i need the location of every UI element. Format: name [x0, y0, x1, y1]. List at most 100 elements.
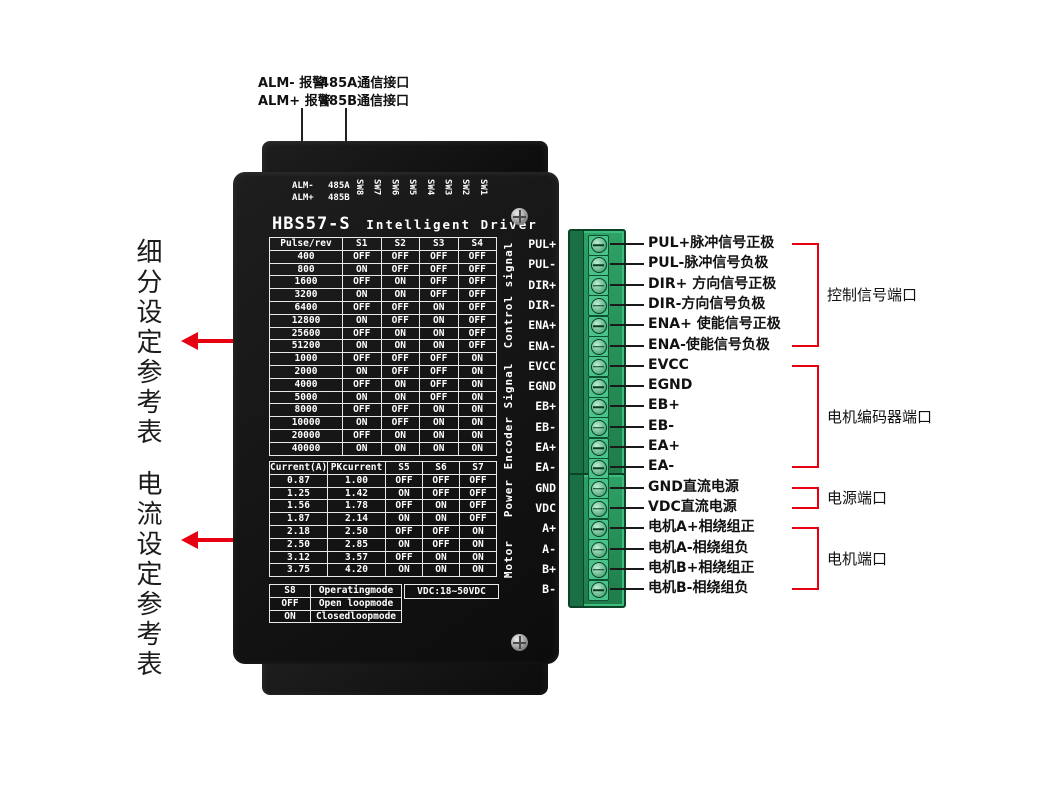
rs485a-annotation: 485A通信接口: [320, 76, 410, 91]
device-pin-label: B-: [542, 582, 556, 597]
terminal-screw-icon: [588, 539, 609, 560]
bracket-vertical-line: [817, 486, 819, 509]
bracket-vertical-line: [817, 243, 819, 347]
device-pin-label: ENA-: [528, 338, 556, 353]
screw-icon: [511, 208, 528, 225]
device-pin-label: A+: [542, 521, 556, 536]
device-pin-label: DIR-: [528, 297, 556, 312]
port-group-label: 电机编码器端口: [827, 407, 933, 426]
vdc-rating-box: VDC:18~50VDC: [404, 584, 499, 599]
leader-line: [610, 506, 644, 509]
dip-switch-label: SW1: [477, 179, 488, 196]
device-pin-label: EB+: [535, 399, 556, 414]
leader-line: [610, 486, 644, 489]
terminal-screw-icon: [588, 315, 609, 337]
connector-label: PUL-脉冲信号负极: [648, 255, 769, 272]
leader-line: [610, 283, 644, 286]
leader-line: [610, 588, 644, 591]
dip-switch-label: SW8: [354, 179, 364, 196]
table-cell: Closedloopmode: [310, 609, 402, 624]
device-pin-label: EA-: [535, 460, 556, 475]
bracket-bottom-line: [792, 506, 819, 509]
terminal-screw-icon: [588, 336, 609, 357]
table-cell: ON: [457, 428, 497, 443]
connector-label: 电机A-相绕组负: [648, 539, 749, 556]
dip-switch-label: SW5: [407, 179, 418, 196]
device-bottom-flange: [262, 659, 548, 695]
bracket-top-line: [792, 243, 819, 245]
table-cell: ON: [459, 563, 497, 578]
terminal-screw-icon: [588, 234, 609, 256]
leader-line: [610, 567, 644, 570]
leader-line: [610, 547, 644, 550]
leader-line: [610, 344, 644, 347]
rs485b-pin: 485B: [328, 193, 350, 203]
leader-line: [610, 466, 644, 469]
dip-switch-label: SW6: [389, 179, 400, 196]
leader-line: [610, 364, 644, 367]
terminal-screw-icon: [588, 457, 609, 479]
connector-label: PUL+脉冲信号正极: [648, 235, 775, 251]
terminal-screw-icon: [588, 295, 609, 317]
leader-line: [610, 385, 644, 388]
device-name: Intelligent Driver: [366, 217, 538, 232]
connector-label: EVCC: [648, 356, 689, 373]
subdivision-arrow-line: [196, 339, 263, 343]
connector-label: GND直流电源: [648, 478, 739, 495]
alm-minus-pin: ALM-: [292, 181, 314, 191]
device-model: HBS57-S: [272, 214, 351, 234]
leader-line: [610, 446, 644, 448]
current-reference-label: 电流设定参考表: [132, 470, 162, 680]
connector-label: EB+: [648, 397, 680, 414]
leader-line: [610, 527, 644, 530]
device-pin-label: ENA+: [528, 318, 556, 333]
port-group-label: 电机端口: [827, 549, 888, 568]
device-pin-label: EA+: [535, 440, 556, 454]
terminal-screw-icon: [588, 478, 609, 500]
connector-label: 电机B-相绕组负: [648, 580, 749, 597]
table-cell: ON: [457, 441, 497, 456]
alm-plus-pin: ALM+: [292, 193, 314, 203]
device-pin-label: EGND: [528, 379, 556, 394]
leader-line: [610, 263, 644, 266]
connector-label: 电机A+相绕组正: [648, 519, 755, 536]
terminal-screw-icon: [588, 559, 609, 581]
bracket-vertical-line: [817, 527, 819, 591]
subdivision-arrow-icon: [181, 332, 198, 350]
connector-label: EB-: [648, 417, 675, 434]
rs485a-pin: 485A: [328, 181, 350, 191]
current-arrow-line: [196, 538, 263, 542]
terminal-screw-icon: [588, 254, 609, 276]
terminal-screw-icon: [588, 396, 609, 418]
bracket-bottom-line: [792, 344, 819, 347]
subdivision-reference-label: 细分设定参考表: [132, 238, 162, 448]
bracket-vertical-line: [817, 364, 819, 469]
device-pin-label: VDC: [535, 500, 556, 515]
device-pin-label: PUL-: [528, 257, 556, 272]
connector-label: EGND: [648, 377, 693, 394]
leader-line: [610, 303, 644, 306]
terminal-screw-icon: [588, 356, 609, 378]
device-pin-label: EVCC: [528, 358, 556, 373]
leader-line: [610, 405, 644, 408]
connector-label: DIR+ 方向信号正极: [648, 275, 777, 292]
device-pin-label: DIR+: [528, 277, 556, 292]
connector-label: 电机B+相绕组正: [648, 559, 755, 576]
table-cell: 40000: [269, 441, 343, 456]
